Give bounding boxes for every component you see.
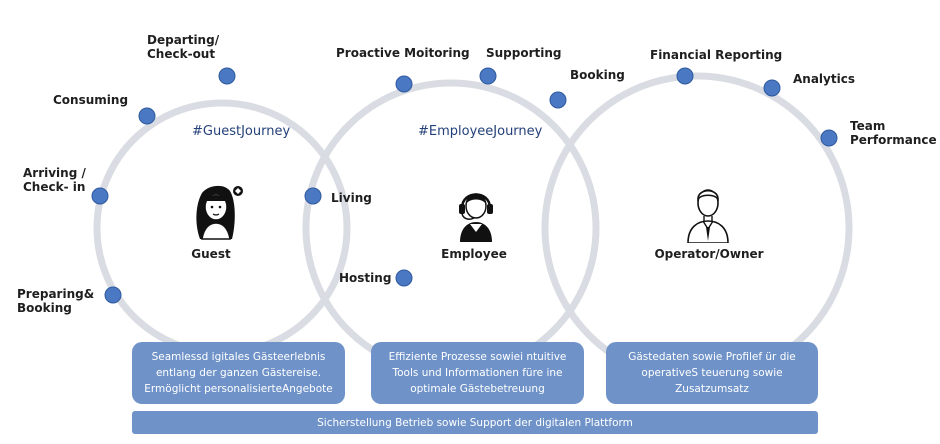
operator-businessman-icon	[684, 185, 732, 247]
employee-label: Employee	[441, 247, 507, 261]
stage-analytics: Analytics	[793, 72, 855, 86]
supporting-dot	[479, 67, 497, 85]
preparing-dot	[104, 286, 122, 304]
platform-support-text: Sicherstellung Betrieb sowie Support der…	[317, 416, 633, 429]
operator-description-box: Gästedaten sowie Profilef ür die operati…	[606, 342, 818, 404]
employee-description-text: Effiziente Prozesse sowiei ntuitive Tool…	[388, 351, 567, 395]
guest-woman-icon	[188, 183, 248, 245]
guest-label: Guest	[191, 247, 231, 261]
financial-dot	[676, 67, 694, 85]
stage-booking: Booking	[570, 68, 625, 82]
stage-proactive-monitoring: Proactive Moitoring	[336, 46, 470, 60]
hosting-dot	[395, 269, 413, 287]
stage-consuming: Consuming	[53, 93, 129, 107]
arriving-dot	[91, 187, 109, 205]
employee-description-box: Effiziente Prozesse sowiei ntuitive Tool…	[371, 342, 584, 404]
analytics-dot	[763, 79, 781, 97]
platform-support-bar: Sicherstellung Betrieb sowie Support der…	[132, 411, 818, 434]
operator-label: Operator/Owner	[654, 247, 764, 261]
employee-headset-icon	[452, 186, 500, 246]
living-dot	[304, 187, 322, 205]
guest-description-box: Seamlessd igitales Gästeerlebnis entlang…	[132, 342, 345, 404]
stage-supporting: Supporting	[486, 46, 562, 60]
stage-team-performance: Team Performance	[850, 119, 937, 147]
operator-description-text: Gästedaten sowie Profilef ür die operati…	[628, 351, 796, 395]
stage-financial-reporting: Financial Reporting	[650, 48, 783, 62]
proactive-dot	[395, 75, 413, 93]
consuming-dot	[138, 107, 156, 125]
stage-preparing: Preparing& Booking	[17, 287, 95, 315]
booking-dot	[549, 91, 567, 109]
stage-departing: Departing/ Check-out	[147, 33, 220, 61]
employee-hashtag: #EmployeeJourney	[418, 124, 543, 139]
team-dot	[820, 129, 838, 147]
stage-hosting: Hosting	[339, 271, 392, 285]
guest-description-text: Seamlessd igitales Gästeerlebnis entlang…	[144, 351, 333, 395]
guest-hashtag: #GuestJourney	[192, 124, 291, 139]
stage-living: Living	[331, 191, 372, 205]
departing-dot	[218, 67, 236, 85]
stage-arriving: Arriving / Check- in	[23, 166, 86, 194]
